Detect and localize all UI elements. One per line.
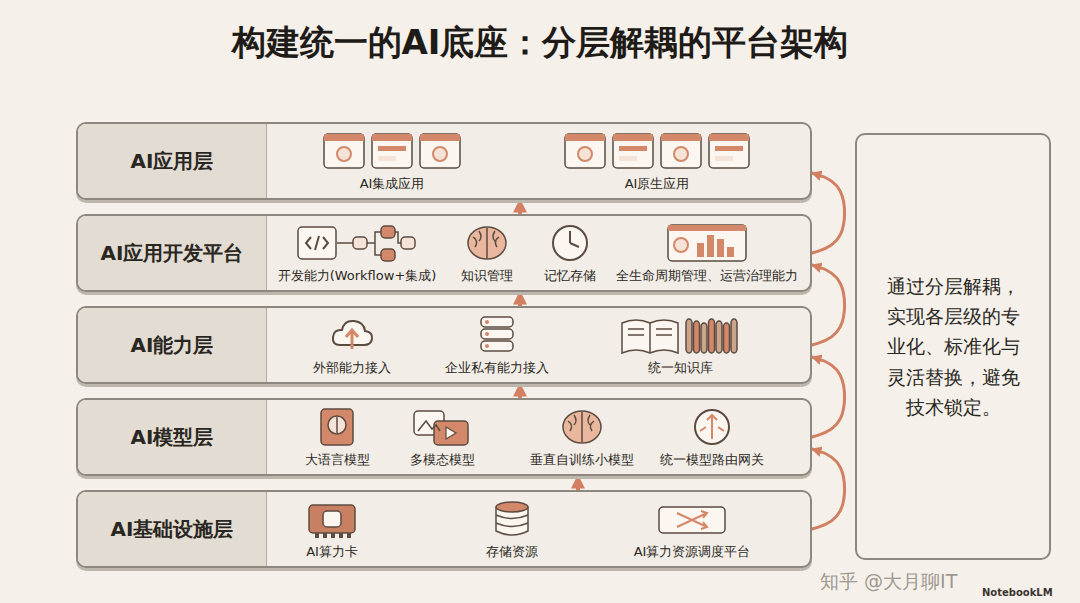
item-label: 统一模型路由网关	[660, 451, 764, 469]
item-icon	[412, 407, 472, 447]
note-panel: 通过分层解耦，实现各层级的专业化、标准化与灵活替换，避免技术锁定。	[855, 133, 1051, 560]
item-icon	[657, 499, 727, 539]
layer-band: AI应用层 AI集成应用 AI原生应用	[76, 122, 812, 200]
item-icon	[620, 315, 740, 355]
item-icon	[667, 223, 747, 263]
capability-item: 垂直自训练小模型	[530, 407, 634, 469]
layer-band: AI模型层大语言模型 多模态模型 垂直自训练小模型 统一模型路由网关	[76, 398, 812, 476]
item-label: 全生命周期管理、运营治理能力	[616, 267, 798, 285]
item-icon	[560, 407, 604, 447]
capability-item: AI算力资源调度平台	[634, 499, 751, 561]
layer-band: AI应用开发平台开发能力(Workflow+集成) 知识管理 记忆存储 全生命周期管理…	[76, 214, 812, 292]
capability-item: 统一知识库	[620, 315, 740, 377]
item-icon	[475, 315, 519, 355]
watermark: 知乎 @大月聊IT	[820, 569, 957, 595]
layer-name: AI基础设施层	[111, 516, 234, 543]
source-mark: NotebookLM	[982, 587, 1053, 598]
layer-header: AI模型层	[78, 400, 267, 474]
item-label: 垂直自训练小模型	[530, 451, 634, 469]
up-arrow	[518, 384, 522, 398]
note-text: 通过分层解耦，实现各层级的专业化、标准化与灵活替换，避免技术锁定。	[882, 271, 1024, 423]
capability-item: 存储资源	[486, 499, 538, 561]
capability-item: 企业私有能力接入	[445, 315, 549, 377]
item-icon	[564, 131, 750, 171]
capability-item: 多模态模型	[410, 407, 475, 469]
layer-header: AI能力层	[78, 308, 267, 382]
item-icon	[315, 407, 359, 447]
item-label: 企业私有能力接入	[445, 359, 549, 377]
item-icon	[690, 407, 734, 447]
item-label: 存储资源	[486, 543, 538, 561]
up-arrow	[518, 292, 522, 306]
capability-item: AI算力卡	[306, 499, 358, 561]
curved-arrow	[812, 173, 845, 253]
capability-item: 统一模型路由网关	[660, 407, 764, 469]
item-icon	[307, 499, 357, 539]
item-label: 统一知识库	[648, 359, 713, 377]
item-label: AI算力资源调度平台	[634, 543, 751, 561]
layer-header: AI应用开发平台	[78, 216, 267, 290]
layer-name: AI能力层	[131, 332, 214, 359]
layer-name: AI应用层	[131, 148, 214, 175]
item-icon	[330, 315, 374, 355]
layer-name: AI应用开发平台	[101, 240, 244, 267]
item-label: AI集成应用	[360, 175, 425, 193]
capability-item: 知识管理	[461, 223, 513, 285]
capability-item: 开发能力(Workflow+集成)	[278, 223, 437, 285]
capability-item: 全生命周期管理、运营治理能力	[616, 223, 798, 285]
item-label: AI原生应用	[625, 175, 690, 193]
item-label: 知识管理	[461, 267, 513, 285]
title: 构建统一的AI底座：分层解耦的平台架构	[0, 20, 1080, 66]
item-icon	[297, 223, 417, 263]
item-icon	[465, 223, 509, 263]
curved-arrow	[812, 265, 845, 345]
capability-item: 外部能力接入	[313, 315, 391, 377]
capability-item: AI原生应用	[564, 131, 750, 193]
item-label: 开发能力(Workflow+集成)	[278, 267, 437, 285]
item-label: 记忆存储	[544, 267, 596, 285]
layer-header: AI基础设施层	[78, 492, 267, 566]
curved-arrow	[812, 357, 845, 437]
item-label: 外部能力接入	[313, 359, 391, 377]
layer-band: AI基础设施层 AI算力卡 存储资源 AI算力资源调度平台	[76, 490, 812, 568]
up-arrow	[518, 200, 522, 214]
layer-name: AI模型层	[131, 424, 214, 451]
capability-item: AI集成应用	[323, 131, 461, 193]
item-label: 多模态模型	[410, 451, 475, 469]
up-arrow	[576, 476, 580, 490]
item-icon	[323, 131, 461, 171]
layer-band: AI能力层外部能力接入 企业私有能力接入 统一知识库	[76, 306, 812, 384]
item-icon	[490, 499, 534, 539]
capability-item: 记忆存储	[544, 223, 596, 285]
curved-arrow	[812, 449, 845, 529]
item-label: AI算力卡	[306, 543, 358, 561]
item-label: 大语言模型	[305, 451, 370, 469]
item-icon	[548, 223, 592, 263]
layer-header: AI应用层	[78, 124, 267, 198]
capability-item: 大语言模型	[305, 407, 370, 469]
